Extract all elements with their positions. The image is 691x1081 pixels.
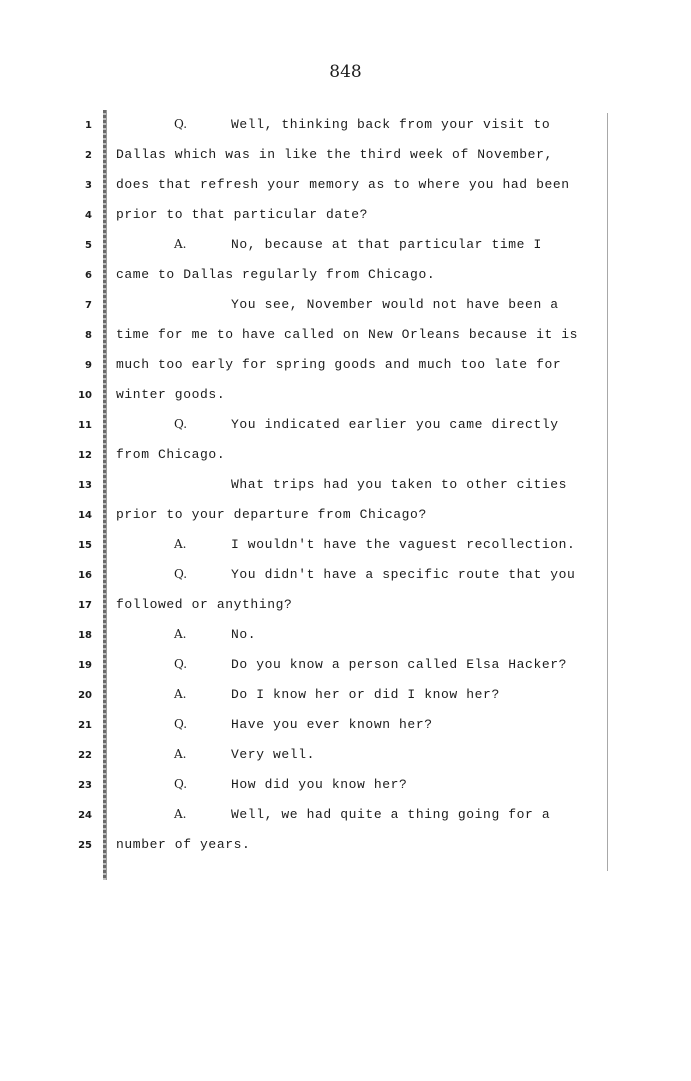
transcript-line: 16 Q. You didn't have a specific route tha… xyxy=(0,561,691,591)
line-text: No, because at that particular time I xyxy=(231,237,542,252)
transcript-line: 24 A. Well, we had quite a thing going for… xyxy=(0,801,691,831)
speaker-label: A. xyxy=(174,807,187,821)
line-number: 3 xyxy=(85,180,92,191)
left-margin-rule xyxy=(103,110,106,880)
line-number: 18 xyxy=(78,630,92,641)
transcript-line: 12 from Chicago. xyxy=(0,441,691,471)
speaker-label: A. xyxy=(174,747,187,761)
speaker-label: A. xyxy=(174,627,187,641)
line-number: 2 xyxy=(85,150,92,161)
line-number: 10 xyxy=(78,390,92,401)
speaker-label: Q. xyxy=(174,117,188,131)
transcript-line: 15 A. I wouldn't have the vaguest recollec… xyxy=(0,531,691,561)
speaker-label: Q. xyxy=(174,657,188,671)
line-text: How did you know her? xyxy=(231,777,408,792)
line-number: 7 xyxy=(85,300,92,311)
line-number: 1 xyxy=(85,120,92,131)
line-text: Dallas which was in like the third week … xyxy=(116,147,553,162)
transcript-line: 25 number of years. xyxy=(0,831,691,861)
line-number: 25 xyxy=(78,840,92,851)
transcript-line: 9 much too early for spring goods and muc… xyxy=(0,351,691,381)
speaker-label: A. xyxy=(174,537,187,551)
transcript-line: 10 winter goods. xyxy=(0,381,691,411)
transcript-line: 5 A. No, because at that particular time I xyxy=(0,231,691,261)
line-text: does that refresh your memory as to wher… xyxy=(116,177,570,192)
left-margin-rule-inner xyxy=(106,110,107,880)
line-text: Have you ever known her? xyxy=(231,717,433,732)
line-number: 21 xyxy=(78,720,92,731)
transcript-line: 8 time for me to have called on New Orlea… xyxy=(0,321,691,351)
transcript-line: 2 Dallas which was in like the third week… xyxy=(0,141,691,171)
speaker-label: A. xyxy=(174,687,187,701)
line-number: 8 xyxy=(85,330,92,341)
line-number: 11 xyxy=(78,420,92,431)
line-number: 6 xyxy=(85,270,92,281)
line-number: 5 xyxy=(85,240,92,251)
line-number: 24 xyxy=(78,810,92,821)
transcript-line: 17 followed or anything? xyxy=(0,591,691,621)
line-number: 19 xyxy=(78,660,92,671)
transcript-line: 11 Q. You indicated earlier you came direc… xyxy=(0,411,691,441)
line-text: No. xyxy=(231,627,257,642)
line-number: 22 xyxy=(78,750,92,761)
transcript-line: 4 prior to that particular date? xyxy=(0,201,691,231)
transcript-line: 14 prior to your departure from Chicago? xyxy=(0,501,691,531)
transcript-line: 3 does that refresh your memory as to whe… xyxy=(0,171,691,201)
line-text: prior to your departure from Chicago? xyxy=(116,507,427,522)
line-number: 9 xyxy=(85,360,92,371)
line-text: You indicated earlier you came directly xyxy=(231,417,559,432)
line-text: You didn't have a specific route that yo… xyxy=(231,567,576,582)
line-number: 15 xyxy=(78,540,92,551)
line-text: Do I know her or did I know her? xyxy=(231,687,500,702)
transcript-line: 22 A. Very well. xyxy=(0,741,691,771)
speaker-label: Q. xyxy=(174,717,188,731)
line-number: 14 xyxy=(78,510,92,521)
line-text: Very well. xyxy=(231,747,316,762)
line-text: winter goods. xyxy=(116,387,226,402)
line-number: 23 xyxy=(78,780,92,791)
page-number: 848 xyxy=(329,62,362,82)
right-margin-rule xyxy=(607,113,608,871)
speaker-label: Q. xyxy=(174,777,188,791)
transcript-line: 7 You see, November would not have been a xyxy=(0,291,691,321)
transcript-line: 1 Q. Well, thinking back from your visit t… xyxy=(0,111,691,141)
transcript-line: 20 A. Do I know her or did I know her? xyxy=(0,681,691,711)
line-number: 16 xyxy=(78,570,92,581)
speaker-label: Q. xyxy=(174,417,188,431)
line-number: 20 xyxy=(78,690,92,701)
transcript-line: 6 came to Dallas regularly from Chicago. xyxy=(0,261,691,291)
line-text: What trips had you taken to other cities xyxy=(231,477,568,492)
line-text: came to Dallas regularly from Chicago. xyxy=(116,267,436,282)
line-text: number of years. xyxy=(116,837,251,852)
transcript-line: 23 Q. How did you know her? xyxy=(0,771,691,801)
line-text: Well, we had quite a thing going for a xyxy=(231,807,551,822)
speaker-label: A. xyxy=(174,237,187,251)
line-number: 4 xyxy=(85,210,92,221)
line-text: I wouldn't have the vaguest recollection… xyxy=(231,537,576,552)
line-text: Well, thinking back from your visit to xyxy=(231,117,551,132)
transcript-line: 19 Q. Do you know a person called Elsa Hac… xyxy=(0,651,691,681)
line-text: much too early for spring goods and much… xyxy=(116,357,562,372)
transcript-line: 18 A. No. xyxy=(0,621,691,651)
line-text: Do you know a person called Elsa Hacker? xyxy=(231,657,568,672)
speaker-label: Q. xyxy=(174,567,188,581)
transcript-line: 21 Q. Have you ever known her? xyxy=(0,711,691,741)
line-text: time for me to have called on New Orlean… xyxy=(116,327,579,342)
line-text: You see, November would not have been a xyxy=(231,297,559,312)
line-text: followed or anything? xyxy=(116,597,293,612)
line-text: prior to that particular date? xyxy=(116,207,369,222)
transcript-line: 13 What trips had you taken to other citi… xyxy=(0,471,691,501)
line-number: 12 xyxy=(78,450,92,461)
line-text: from Chicago. xyxy=(116,447,226,462)
line-number: 13 xyxy=(78,480,92,491)
line-number: 17 xyxy=(78,600,92,611)
